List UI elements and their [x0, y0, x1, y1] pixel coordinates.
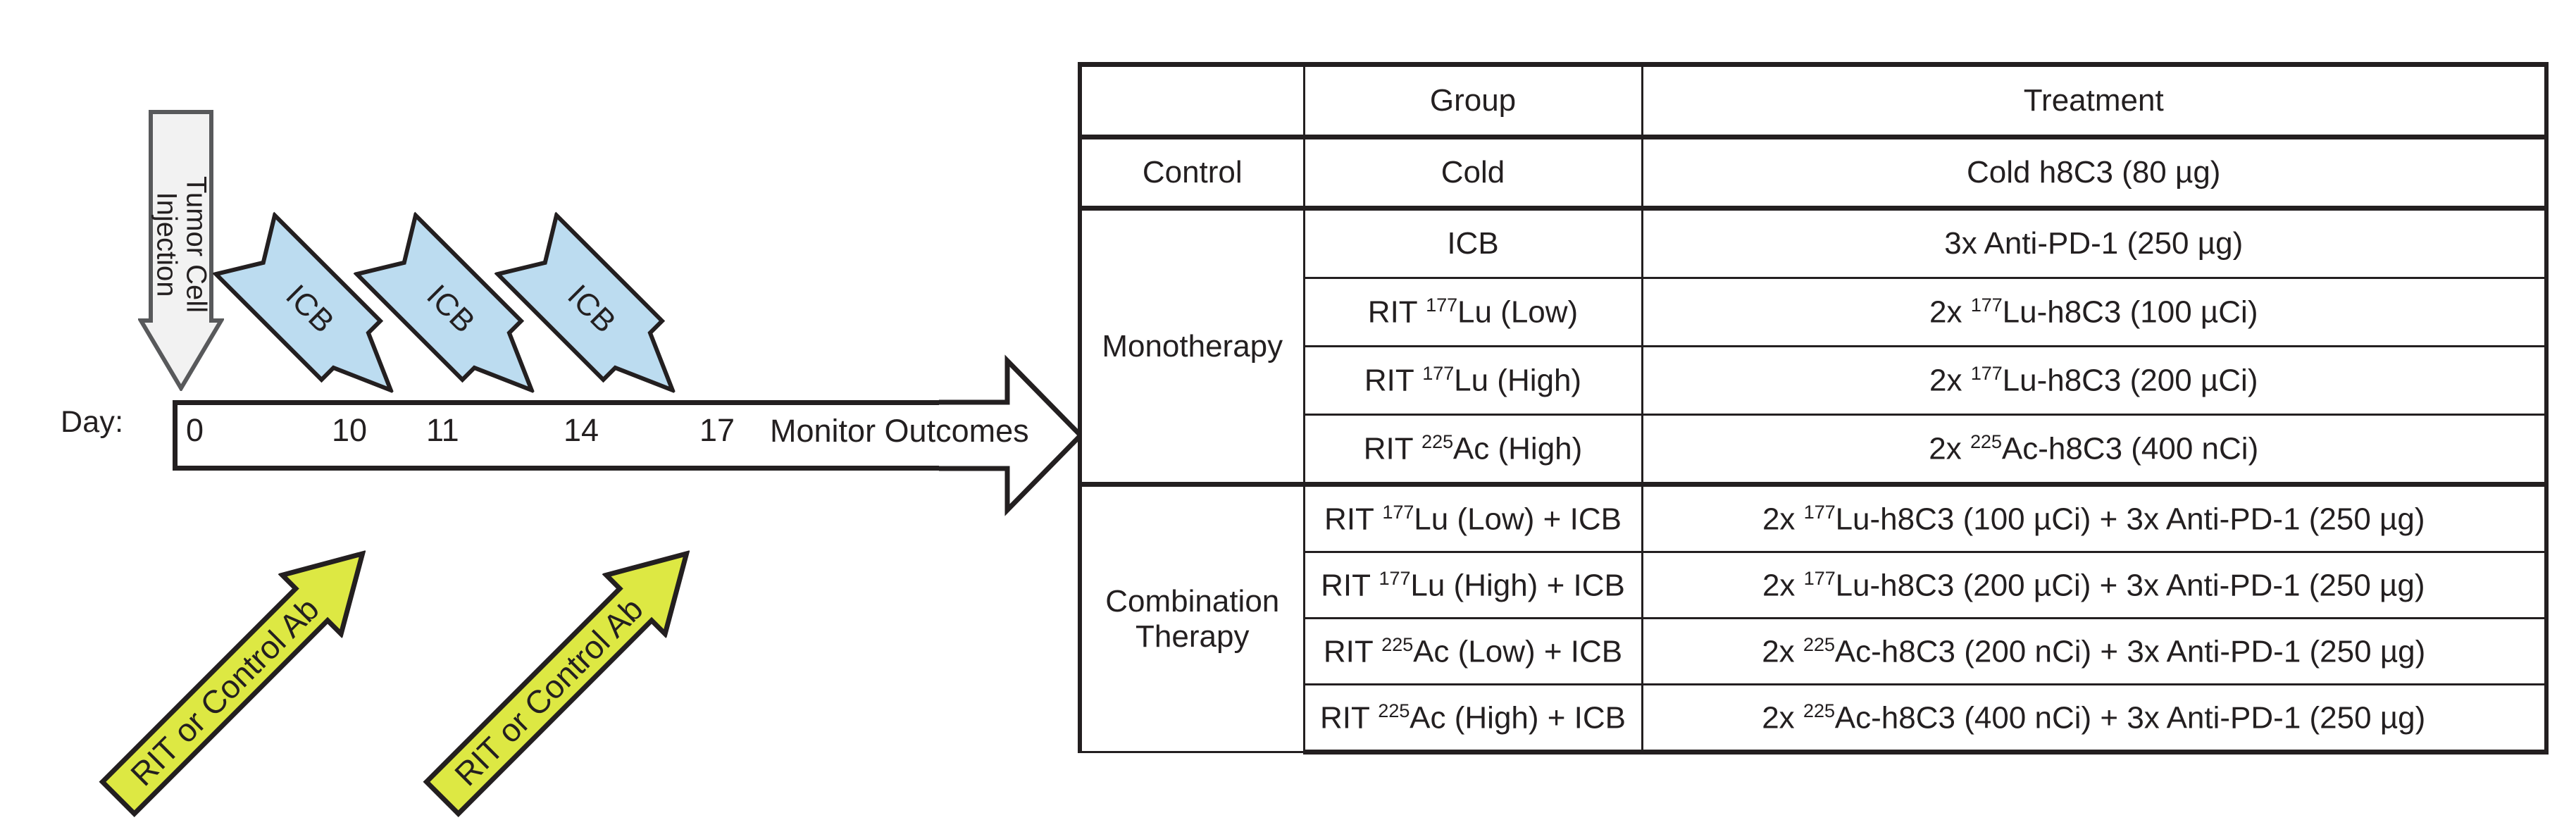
study-timeline-schematic: Day: 0 10 11 14 17 Monitor Outcomes Tumo… [0, 0, 1084, 818]
icb-arrow-day10: ICB [211, 211, 424, 423]
rit-arrow-label: RIT or Control Ab [447, 590, 650, 793]
group-cell: RIT 177Lu (High) + ICB [1302, 551, 1643, 619]
table-row: RIT 225Ac (Low) + ICB 2x 225Ac-h8C3 (200… [1080, 617, 2549, 685]
table-row: RIT 225Ac (High) 2x 225Ac-h8C3 (400 nCi) [1080, 414, 2549, 485]
monitor-outcomes-label: Monitor Outcomes [770, 413, 1029, 449]
treatment-cell: 2x 225Ac-h8C3 (200 nCi) + 3x Anti-PD-1 (… [1641, 617, 2549, 685]
day-tick-10: 10 [332, 412, 368, 448]
header-cell-category [1078, 62, 1305, 138]
treatment-cell: 2x 225Ac-h8C3 (400 nCi) [1641, 414, 2549, 485]
group-cell: RIT 225Ac (High) + ICB [1302, 683, 1643, 755]
group-cell: RIT 177Lu (High) [1302, 345, 1643, 416]
rit-arrow-label: RIT or Control Ab [123, 590, 326, 793]
icb-arrow-day11: ICB [352, 211, 565, 423]
day-tick-14: 14 [564, 412, 599, 448]
table-row: Monotherapy ICB 3x Anti-PD-1 (250 µg) [1078, 206, 2549, 485]
treatment-cell: 2x 177Lu-h8C3 (200 µCi) [1641, 345, 2549, 416]
study-design-table: Group Treatment Control Cold Cold h8C3 (… [1078, 62, 2549, 755]
icb-arrow-day14: ICB [493, 211, 706, 423]
category-cell-control: Control [1078, 135, 1305, 209]
day-tick-17: 17 [699, 412, 735, 448]
treatment-cell: 2x 177Lu-h8C3 (100 µCi) + 3x Anti-PD-1 (… [1641, 482, 2549, 553]
day-axis-label: Day: [61, 405, 124, 439]
treatment-cell: 2x 177Lu-h8C3 (200 µCi) + 3x Anti-PD-1 (… [1641, 551, 2549, 619]
table-row: RIT 225Ac (High) + ICB 2x 225Ac-h8C3 (40… [1080, 683, 2549, 755]
treatment-cell: 2x 177Lu-h8C3 (100 µCi) [1641, 277, 2549, 347]
rit-arrow-day0: RIT or Control Ab [85, 519, 397, 831]
treatment-cell: Cold h8C3 (80 µg) [1641, 135, 2549, 209]
category-cell-monotherapy: Monotherapy [1078, 206, 1305, 485]
table-row: Control Cold Cold h8C3 (80 µg) [1078, 135, 2549, 209]
day-tick-0: 0 [186, 412, 204, 448]
header-cell-group: Group [1302, 62, 1643, 138]
group-cell: Cold [1302, 135, 1643, 209]
group-cell: RIT 225Ac (High) [1302, 414, 1643, 485]
table-row: RIT 177Lu (Low) 2x 177Lu-h8C3 (100 µCi) [1080, 277, 2549, 347]
group-cell: ICB [1302, 206, 1643, 279]
treatment-cell: 3x Anti-PD-1 (250 µg) [1641, 206, 2549, 279]
group-cell: RIT 177Lu (Low) [1302, 277, 1643, 347]
table-row: RIT 177Lu (High) 2x 177Lu-h8C3 (200 µCi) [1080, 345, 2549, 416]
group-cell: RIT 177Lu (Low) + ICB [1302, 482, 1643, 553]
timeline-arrow-body [173, 400, 954, 471]
group-cell: RIT 225Ac (Low) + ICB [1302, 617, 1643, 685]
day-tick-11: 11 [426, 412, 459, 448]
table-header-row: Group Treatment [1078, 62, 2549, 138]
table-row: RIT 177Lu (High) + ICB 2x 177Lu-h8C3 (20… [1080, 551, 2549, 619]
header-cell-treatment: Treatment [1641, 62, 2549, 138]
rit-arrow-day11: RIT or Control Ab [409, 519, 721, 831]
treatment-cell: 2x 225Ac-h8C3 (400 nCi) + 3x Anti-PD-1 (… [1641, 683, 2549, 755]
